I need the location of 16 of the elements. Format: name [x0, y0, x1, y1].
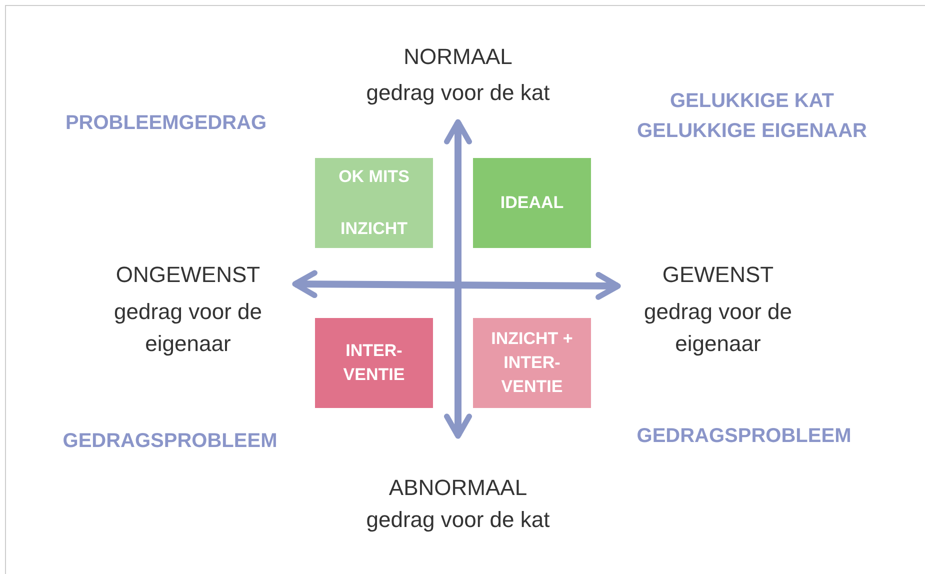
- axis-label: GEWENST: [662, 262, 774, 288]
- axis-sublabel: gedrag voor de eigenaar: [643, 298, 793, 358]
- quadrant-box: INZICHT + INTER- VENTIE: [473, 318, 591, 408]
- quadrant-box: INTER- VENTIE: [315, 318, 433, 408]
- quadrant-box: OK MITS INZICHT: [315, 158, 433, 248]
- quadrant-label: PROBLEEMGEDRAG: [65, 112, 267, 135]
- axis-sublabel: gedrag voor de kat: [366, 80, 550, 106]
- quadrant-label: GELUKKIGE KAT GELUKKIGE EIGENAAR: [636, 89, 868, 144]
- axis-label: NORMAAL: [404, 44, 512, 70]
- axis-label: ABNORMAAL: [388, 475, 528, 501]
- axis-sublabel: gedrag voor de kat: [366, 507, 550, 533]
- axis-label: ONGEWENST: [116, 262, 260, 288]
- axis-sublabel: gedrag voor de eigenaar: [113, 298, 263, 358]
- quadrant-label: GEDRAGSPROBLEEM: [636, 425, 852, 448]
- quadrant-box: IDEAAL: [473, 158, 591, 248]
- quadrant-label: GEDRAGSPROBLEEM: [62, 430, 278, 453]
